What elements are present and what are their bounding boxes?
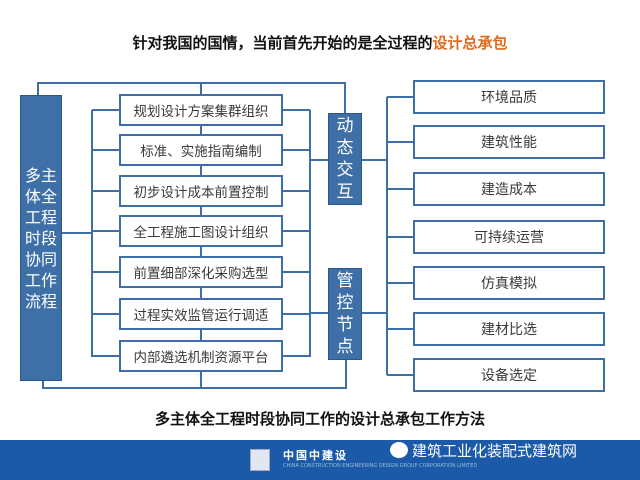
company-name-en: CHINA CONSTRUCTION ENGINEERING DESIGN GR… — [283, 463, 478, 469]
watermark: 建筑工业化装配式建筑网 — [412, 442, 578, 460]
connector-lines — [37, 82, 413, 389]
right-item-box: 可持续运营 — [413, 220, 605, 254]
right-item-box: 仿真模拟 — [413, 266, 605, 300]
dynamic-interaction-box: 动态交互 — [328, 113, 362, 205]
title-highlight: 设计总承包 — [432, 34, 508, 52]
workflow-box: 多主体全工程时段协同工作流程 — [20, 95, 62, 381]
middle-item-box: 过程实效监管运行调适 — [119, 298, 283, 330]
footer-band — [0, 440, 640, 480]
right-item-box: 设备选定 — [413, 358, 605, 392]
middle-item-box: 前置细部深化采购选型 — [119, 256, 283, 288]
right-item-box: 建材比选 — [413, 312, 605, 346]
company-logo-icon — [250, 449, 270, 471]
company-name: 中国中建设 — [283, 449, 348, 462]
right-item-box: 建筑性能 — [413, 125, 605, 159]
middle-item-box: 标准、实施指南编制 — [119, 134, 283, 166]
middle-item-box: 全工程施工图设计组织 — [119, 215, 283, 247]
control-node-box: 管控节点 — [328, 268, 362, 360]
middle-item-box: 规划设计方案集群组织 — [119, 94, 283, 126]
wechat-icon — [390, 442, 408, 458]
middle-item-box: 初步设计成本前置控制 — [119, 175, 283, 207]
right-item-box: 环境品质 — [413, 80, 605, 114]
right-item-box: 建造成本 — [413, 172, 605, 206]
diagram-subtitle: 多主体全工程时段协同工作的设计总承包工作方法 — [154, 410, 485, 428]
middle-item-box: 内部遴选机制资源平台 — [119, 340, 283, 372]
page-title: 针对我国的国情，当前首先开始的是全过程的设计总承包 — [132, 34, 508, 52]
